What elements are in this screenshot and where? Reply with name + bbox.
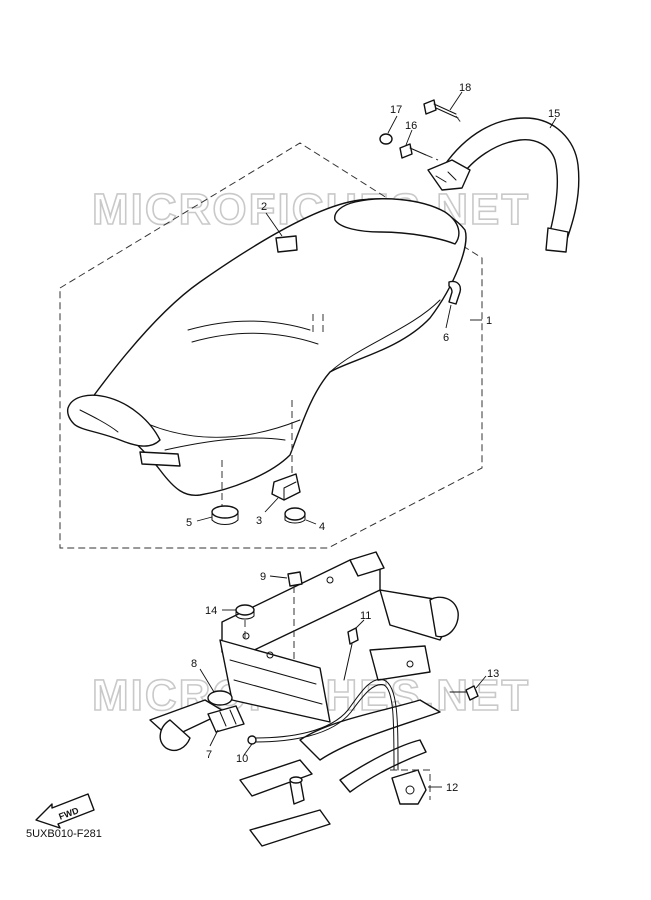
part-label-16: 16 (405, 120, 417, 132)
part-label-2: 2 (261, 201, 267, 213)
part-18-bolt (423, 91, 463, 119)
seat (66, 198, 467, 497)
rear-frame (149, 551, 459, 847)
part-14-grommet (222, 604, 255, 640)
seat-fastener-guides (221, 314, 324, 510)
part-label-15: 15 (548, 108, 560, 120)
part-label-10: 10 (236, 753, 248, 765)
part-8-lock-cover (199, 668, 233, 706)
part-15-grab-bar (427, 117, 580, 253)
part-label-12: 12 (446, 782, 458, 794)
part-17-collar (379, 115, 398, 145)
part-12-seat-lock (390, 769, 442, 805)
seat-assembly-boundary (59, 142, 483, 549)
part-label-9: 9 (260, 571, 266, 583)
diagram-code: 5UXB010-F281 (26, 828, 102, 840)
part-label-3: 3 (256, 515, 262, 527)
part-label-5: 5 (186, 517, 192, 529)
part-11-holder (343, 619, 365, 681)
fwd-arrow-icon: FWD (35, 793, 95, 829)
part-3-bracket (264, 473, 301, 513)
part-label-17: 17 (390, 104, 402, 116)
part-label-4: 4 (319, 521, 325, 533)
part-6-seat-hook (445, 280, 462, 329)
part-label-6: 6 (443, 332, 449, 344)
part-4-damper (284, 507, 317, 525)
part-7-lock-bracket (207, 705, 245, 747)
part-label-14: 14 (205, 605, 217, 617)
part-label-18: 18 (459, 82, 471, 94)
grab-bar-fastener-guide (425, 115, 463, 161)
part-label-8: 8 (191, 658, 197, 670)
watermark-top: MICROFICHES.NET (92, 185, 530, 234)
part-9-nut (269, 571, 303, 660)
part-2-seat-tag (265, 212, 298, 253)
part-label-1: 1 (486, 315, 492, 327)
part-10-seat-lock-cable (243, 678, 399, 771)
part-label-13: 13 (487, 668, 499, 680)
part-13-bolt (449, 675, 487, 701)
part-label-7: 7 (206, 749, 212, 761)
part-label-11: 11 (360, 610, 371, 622)
part-16-screw (399, 129, 427, 159)
part-5-damper (196, 505, 239, 525)
